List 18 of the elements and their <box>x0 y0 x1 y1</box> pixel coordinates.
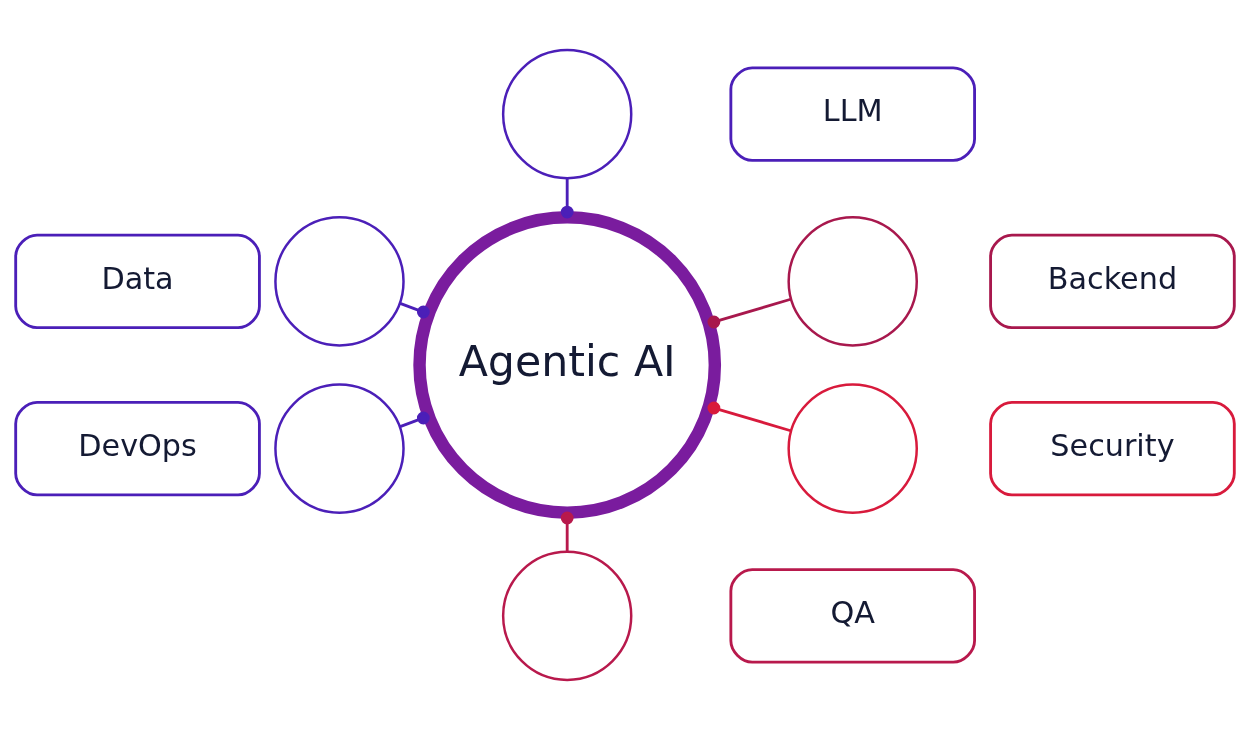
node-box: DevOps <box>14 400 261 497</box>
node-circle <box>501 550 633 682</box>
node-circle <box>787 383 918 514</box>
connector <box>399 411 430 428</box>
node-box: QA <box>729 568 976 664</box>
node-circle <box>274 216 405 347</box>
connector <box>560 511 574 552</box>
node-box: LLM <box>729 66 976 162</box>
node-circle <box>501 48 633 180</box>
node-box: Data <box>14 233 261 330</box>
connector <box>707 297 792 329</box>
connector <box>560 178 574 219</box>
node-box: Security <box>989 400 1236 497</box>
node-circle <box>787 216 918 347</box>
connector <box>399 302 430 319</box>
node-circle <box>274 383 405 514</box>
node-box: Backend <box>989 233 1236 330</box>
connector <box>707 401 792 433</box>
